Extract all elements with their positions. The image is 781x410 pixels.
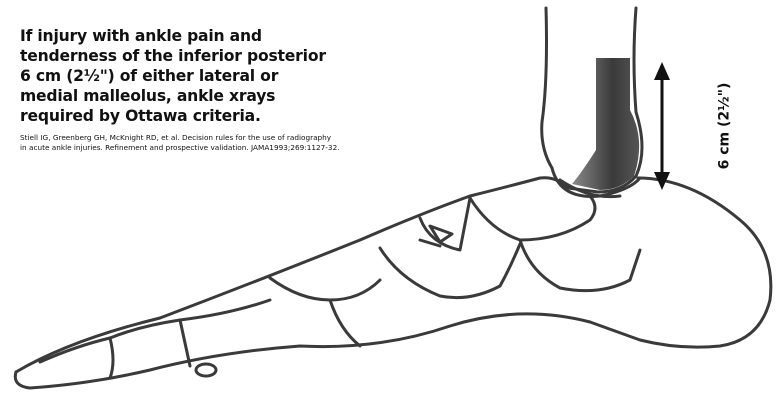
metatarsal-3: [180, 300, 270, 320]
measurement-label: 6 cm (2½"): [716, 83, 732, 170]
dorsal-outline: [16, 178, 568, 372]
calcaneus-outline: [590, 178, 771, 347]
cuneiform-bone-2: [380, 244, 520, 298]
measurement-arrow: [654, 62, 670, 190]
phalanx-2: [110, 338, 113, 378]
metatarsal-4: [180, 320, 190, 366]
metatarsal-2: [330, 300, 360, 346]
tibia-outline: [542, 8, 552, 168]
joint-mark: [430, 226, 452, 242]
cuboid-bone: [520, 240, 640, 291]
sesamoid-bone: [196, 364, 216, 376]
metatarsal-1: [270, 278, 380, 300]
shaded-tenderness-zone: [572, 58, 639, 190]
phalanx-3: [40, 338, 110, 362]
arrow-head-up: [654, 62, 670, 80]
plantar-outline: [15, 314, 590, 388]
navicular-bone: [470, 196, 595, 240]
